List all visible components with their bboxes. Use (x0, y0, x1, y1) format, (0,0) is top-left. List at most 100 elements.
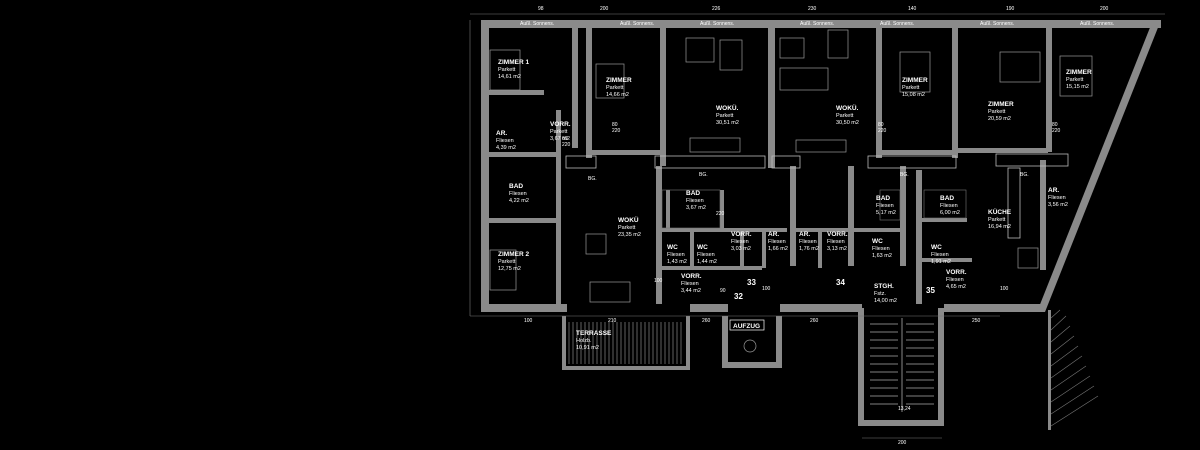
svg-text:KÜCHE: KÜCHE (988, 207, 1012, 216)
svg-text:60: 60 (562, 136, 568, 142)
svg-text:Fstz.: Fstz. (874, 291, 886, 297)
svg-text:12,75 m2: 12,75 m2 (498, 266, 521, 272)
svg-text:220: 220 (716, 211, 725, 217)
room-label-bad-2: BAD Fliesen 3,67 m2 (686, 190, 706, 211)
svg-text:WC: WC (931, 244, 942, 251)
svg-text:200: 200 (600, 6, 609, 12)
svg-text:Fliesen: Fliesen (876, 203, 894, 209)
room-label-zimmer-a: ZIMMER Parkett 14,66 m2 (606, 77, 632, 98)
svg-text:3,67 m2: 3,67 m2 (686, 205, 706, 211)
svg-text:220: 220 (562, 142, 571, 148)
kitchen-counters (565, 153, 1069, 239)
svg-text:15,08 m2: 15,08 m2 (902, 92, 925, 98)
svg-text:BG.: BG. (900, 172, 909, 178)
svg-text:98: 98 (538, 6, 544, 12)
svg-text:ZIMMER: ZIMMER (902, 77, 928, 84)
svg-text:23,35 m2: 23,35 m2 (618, 232, 641, 238)
svg-text:Holzb.: Holzb. (576, 338, 592, 344)
svg-text:WOKÜ.: WOKÜ. (716, 103, 739, 112)
svg-text:30,51 m2: 30,51 m2 (716, 120, 739, 126)
room-label-zimmer-1: ZIMMER 1 Parkett 14,61 m2 (498, 59, 529, 80)
room-label-vorr-4: VORR. Fliesen 3,44 m2 (681, 273, 702, 294)
svg-text:100: 100 (524, 318, 533, 324)
svg-text:Fliesen: Fliesen (946, 277, 964, 283)
svg-text:1,76 m2: 1,76 m2 (799, 246, 819, 252)
room-label-ar-2: AR. Fliesen 1,66 m2 (768, 231, 788, 252)
svg-text:10,91 m2: 10,91 m2 (576, 345, 599, 351)
svg-text:Fliesen: Fliesen (509, 191, 527, 197)
svg-text:15,15 m2: 15,15 m2 (1066, 84, 1089, 90)
svg-text:BAD: BAD (509, 183, 523, 190)
svg-text:Fliesen: Fliesen (931, 252, 949, 258)
svg-text:BG.: BG. (699, 172, 708, 178)
svg-text:Fliesen: Fliesen (667, 252, 685, 258)
room-label-stgh: STGH. Fstz. 14,00 m2 (874, 283, 897, 304)
terrace-decking (568, 322, 682, 364)
svg-text:3,44 m2: 3,44 m2 (681, 288, 701, 294)
svg-text:BG.: BG. (588, 176, 597, 182)
svg-text:100: 100 (1000, 286, 1009, 292)
svg-text:ZIMMER 1: ZIMMER 1 (498, 59, 529, 66)
svg-text:Fliesen: Fliesen (799, 239, 817, 245)
room-label-terrasse: TERRASSE Holzb. 10,91 m2 (576, 330, 612, 351)
svg-text:Parkett: Parkett (716, 113, 734, 119)
svg-text:Fliesen: Fliesen (731, 239, 749, 245)
svg-text:1,44 m2: 1,44 m2 (697, 259, 717, 265)
svg-text:200: 200 (1100, 6, 1109, 12)
svg-text:210: 210 (608, 318, 617, 324)
svg-text:Außl. Sonnens.: Außl. Sonnens. (980, 21, 1014, 27)
svg-text:220: 220 (1052, 128, 1061, 134)
stair-treads (870, 318, 934, 412)
svg-text:Fliesen: Fliesen (496, 138, 514, 144)
room-label-vorr-5: VORR. Fliesen 4,65 m2 (946, 269, 967, 290)
svg-text:WC: WC (872, 238, 883, 245)
svg-text:Parkett: Parkett (988, 109, 1006, 115)
svg-text:Außl. Sonnens.: Außl. Sonnens. (880, 21, 914, 27)
svg-text:VORR.: VORR. (550, 121, 571, 128)
svg-text:VORR.: VORR. (827, 231, 848, 238)
svg-text:100: 100 (762, 286, 771, 292)
svg-text:14,66 m2: 14,66 m2 (606, 92, 629, 98)
svg-text:1,43 m2: 1,43 m2 (667, 259, 687, 265)
svg-text:Fliesen: Fliesen (697, 252, 715, 258)
svg-text:Parkett: Parkett (902, 85, 920, 91)
svg-text:4,22 m2: 4,22 m2 (509, 198, 529, 204)
svg-text:AR.: AR. (768, 231, 779, 238)
svg-text:BAD: BAD (876, 195, 890, 202)
svg-text:WC: WC (697, 244, 708, 251)
plan-linework (469, 13, 1165, 439)
svg-text:Außl. Sonnens.: Außl. Sonnens. (620, 21, 654, 27)
room-label-vorr-3: VORR. Fliesen 3,13 m2 (827, 231, 848, 252)
svg-text:VORR.: VORR. (681, 273, 702, 280)
svg-text:AR.: AR. (1048, 187, 1059, 194)
svg-text:30,50 m2: 30,50 m2 (836, 120, 859, 126)
svg-text:VORR.: VORR. (946, 269, 967, 276)
bg-labels: BG. BG. BG. BG. (588, 172, 1029, 182)
svg-text:6,00 m2: 6,00 m2 (940, 210, 960, 216)
room-labels: ZIMMER 1 Parkett 14,61 m2 VORR. Parkett … (496, 59, 1092, 351)
svg-text:90: 90 (720, 288, 726, 294)
apartment-number-35: 35 (926, 286, 935, 295)
svg-text:WOKÜ.: WOKÜ. (836, 103, 859, 112)
svg-text:16,94 m2: 16,94 m2 (988, 224, 1011, 230)
svg-text:14,61 m2: 14,61 m2 (498, 74, 521, 80)
svg-text:Außl. Sonnens.: Außl. Sonnens. (700, 21, 734, 27)
svg-text:Parkett: Parkett (606, 85, 624, 91)
svg-text:WOKÜ: WOKÜ (618, 215, 639, 224)
room-label-ar-3: AR. Fliesen 1,76 m2 (799, 231, 819, 252)
svg-text:200: 200 (898, 440, 907, 446)
apartment-number-34: 34 (836, 278, 845, 287)
svg-text:80: 80 (878, 122, 884, 128)
room-label-bad-3: BAD Fliesen 5,17 m2 (876, 195, 896, 216)
svg-text:Parkett: Parkett (1066, 77, 1084, 83)
room-label-ar-1: AR. Fliesen 4,39 m2 (496, 130, 516, 151)
svg-text:VORR.: VORR. (731, 231, 752, 238)
svg-text:260: 260 (702, 318, 711, 324)
svg-text:AUFZUG: AUFZUG (733, 323, 760, 330)
room-label-zimmer-2: ZIMMER 2 Parkett 12,75 m2 (498, 251, 529, 272)
svg-text:AR.: AR. (496, 130, 507, 137)
svg-text:1,63 m2: 1,63 m2 (872, 253, 892, 259)
room-label-bad-4: BAD Fliesen 6,00 m2 (940, 195, 960, 216)
svg-text:TERRASSE: TERRASSE (576, 330, 612, 337)
